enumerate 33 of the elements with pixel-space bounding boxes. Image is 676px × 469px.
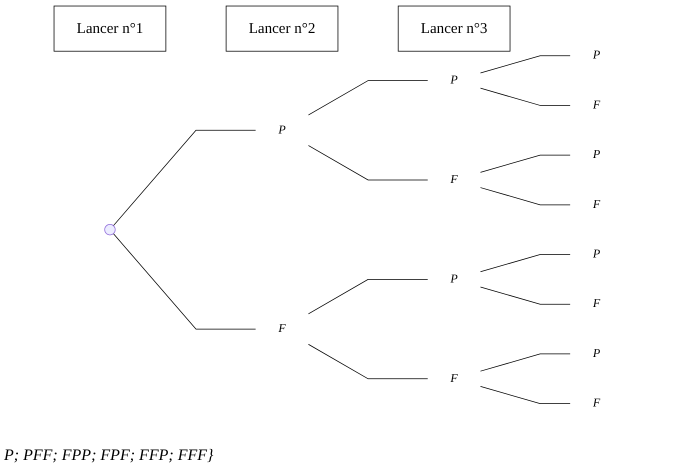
node-text: P	[278, 124, 286, 136]
connector	[308, 279, 428, 314]
connector	[480, 354, 570, 372]
node-text: P	[450, 272, 458, 286]
node-point	[104, 224, 116, 236]
connector	[308, 80, 428, 116]
node-text: F	[450, 173, 458, 186]
node-box: Lancer n°2	[225, 6, 338, 52]
connector	[480, 286, 570, 305]
connector	[112, 233, 256, 330]
connector	[308, 344, 428, 380]
node-box: Lancer n°3	[397, 6, 510, 52]
connector	[480, 55, 570, 74]
connector	[112, 130, 256, 226]
connector	[480, 254, 570, 272]
node-text: F	[278, 322, 286, 336]
node-text: P	[592, 248, 600, 261]
node-text: F	[592, 396, 600, 410]
outcome-set-text: P; PFF; FPP; FPF; FFP; FFF}	[4, 447, 214, 465]
connector	[480, 88, 570, 106]
node-text: P	[592, 148, 600, 162]
node-text: F	[592, 98, 600, 112]
node-box: Lancer n°1	[53, 6, 166, 52]
node-text: P	[450, 74, 458, 87]
connector	[480, 154, 570, 173]
node-text: P	[592, 48, 600, 62]
node-text: F	[592, 198, 600, 211]
connector	[480, 187, 570, 206]
node-text: P	[592, 347, 600, 360]
node-text: F	[592, 297, 600, 310]
node-text: F	[450, 372, 458, 385]
connector	[480, 386, 570, 404]
connector	[308, 145, 428, 180]
